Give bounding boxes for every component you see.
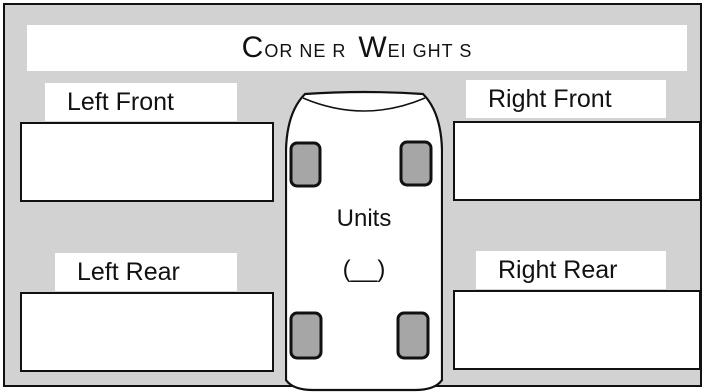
units-label: Units — [336, 205, 392, 232]
right-rear-label: Right Rear — [476, 251, 666, 289]
rear-right-tire-icon — [396, 311, 430, 360]
title-initial-c: C — [241, 31, 265, 64]
title-word-weights: WEI GHT S — [358, 31, 472, 65]
title-word-corner: COR NE R — [242, 31, 347, 65]
left-front-value-field[interactable] — [20, 122, 274, 202]
car-windshield-line — [302, 97, 426, 112]
units-value: (__) — [342, 256, 386, 283]
left-rear-label: Left Rear — [55, 253, 237, 291]
panel-title: COR NE R WEI GHT S — [27, 25, 687, 71]
title-rest-weights: EI GHT S — [387, 41, 473, 61]
title-initial-w: W — [358, 31, 388, 64]
title-rest-corner: OR NE R — [264, 41, 347, 61]
front-right-tire-icon — [399, 140, 433, 187]
left-rear-value-field[interactable] — [20, 292, 274, 372]
rear-left-tire-icon — [289, 311, 323, 360]
right-front-label: Right Front — [466, 80, 666, 118]
right-rear-value-field[interactable] — [453, 290, 701, 370]
right-front-value-field[interactable] — [453, 121, 701, 201]
car-top-view-icon — [285, 90, 443, 392]
front-left-tire-icon — [289, 141, 322, 188]
left-front-label: Left Front — [45, 83, 237, 121]
